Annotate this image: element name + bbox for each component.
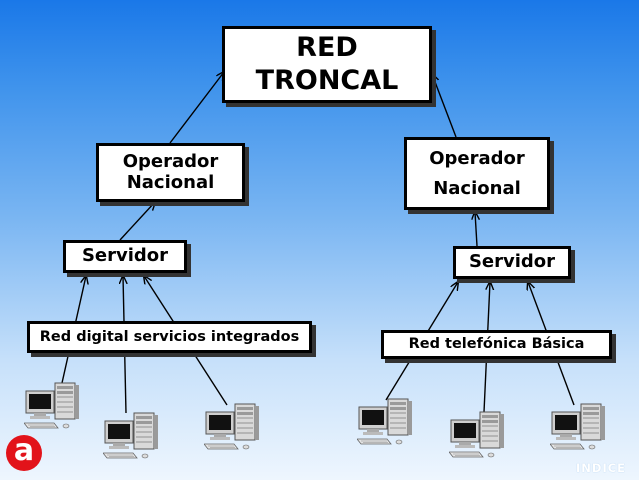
arrow-right-operator-to-core — [432, 74, 457, 138]
logo-icon: a — [6, 435, 42, 471]
arrow-left-operator-to-core — [169, 72, 224, 144]
left-operator-line2: Nacional — [126, 171, 215, 193]
right-server-box: Servidor — [453, 246, 571, 279]
computer-icon — [550, 403, 606, 450]
arrow-right-server-to-operator — [475, 212, 477, 247]
computer-icon — [357, 398, 413, 445]
left-server-label: Servidor — [81, 245, 169, 267]
left-operator-line1: Operador — [122, 150, 219, 172]
computer-icon — [204, 403, 260, 450]
left-network-box: Red digital servicios integrados — [27, 321, 312, 353]
right-operator-line2: Nacional — [433, 177, 521, 199]
arrow-left-server-to-operator — [119, 202, 155, 241]
computer-icon — [24, 382, 80, 429]
computer-icon — [449, 411, 505, 458]
core-title-line1: RED — [296, 32, 358, 64]
left-server-box: Servidor — [63, 240, 187, 273]
core-network-box: RED TRONCAL — [222, 26, 432, 103]
core-title-line2: TRONCAL — [255, 64, 399, 96]
right-network-label: Red telefónica Básica — [408, 336, 585, 353]
left-network-label: Red digital servicios integrados — [39, 328, 300, 345]
left-operator-box: Operador Nacional — [96, 143, 245, 202]
right-operator-box: Operador Nacional — [404, 137, 550, 210]
computer-icon — [103, 412, 159, 459]
right-server-label: Servidor — [468, 251, 556, 273]
right-operator-line1: Operador — [429, 147, 525, 169]
logo-letter: a — [13, 433, 35, 468]
right-network-box: Red telefónica Básica — [381, 330, 612, 359]
index-link[interactable]: INDICE — [576, 461, 627, 475]
